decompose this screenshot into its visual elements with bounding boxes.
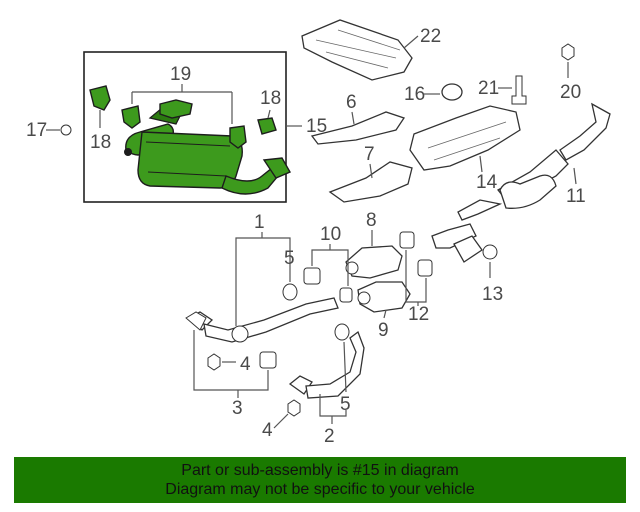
callout-22: 22 xyxy=(420,26,441,47)
callout-11: 11 xyxy=(566,186,586,207)
gasket-5b[interactable] xyxy=(334,323,350,341)
nut-4a[interactable] xyxy=(207,353,221,371)
callout-18-left: 18 xyxy=(90,132,111,153)
front-pipe-1[interactable] xyxy=(186,297,339,343)
info-banner: Part or sub-assembly is #15 in diagram D… xyxy=(14,457,626,503)
hanger-19-right[interactable] xyxy=(229,125,247,149)
callout-9: 9 xyxy=(378,320,389,341)
callout-12: 12 xyxy=(408,304,429,325)
bracket-18-right[interactable] xyxy=(257,117,277,135)
callout-7: 7 xyxy=(364,144,375,165)
callout-8: 8 xyxy=(366,210,377,231)
callout-5b: 5 xyxy=(340,394,351,415)
bracket-18-left[interactable] xyxy=(89,85,111,111)
sub-assembly-15-box[interactable] xyxy=(83,51,287,203)
exhaust-parts-diagram: 19 18 18 15 17 22 6 7 14 16 21 20 11 xyxy=(26,19,611,447)
clip-17[interactable] xyxy=(60,124,72,136)
catalytic-converter-9[interactable] xyxy=(357,281,411,313)
hanger-19-left[interactable] xyxy=(121,105,141,129)
callout-21: 21 xyxy=(478,78,499,99)
gasket-10b[interactable] xyxy=(339,287,353,303)
heat-shield-14[interactable] xyxy=(409,105,521,171)
callout-2: 2 xyxy=(324,426,335,447)
heat-shield-22[interactable] xyxy=(301,19,413,81)
muffler-assembly[interactable] xyxy=(124,99,291,195)
callout-10: 10 xyxy=(320,224,341,245)
gasket-12b[interactable] xyxy=(417,259,433,277)
center-pipe-11[interactable] xyxy=(431,102,611,263)
gasket-12a[interactable] xyxy=(399,231,415,249)
callout-16: 16 xyxy=(404,84,425,105)
gasket-10a[interactable] xyxy=(303,267,321,285)
gasket-5a[interactable] xyxy=(282,283,298,301)
callout-5a: 5 xyxy=(284,248,295,269)
callout-1: 1 xyxy=(254,212,265,233)
callout-15: 15 xyxy=(306,116,327,137)
gasket-16[interactable] xyxy=(441,83,463,101)
callout-3: 3 xyxy=(232,398,243,419)
callout-17: 17 xyxy=(26,120,47,141)
gasket-3a[interactable] xyxy=(185,311,207,331)
callout-18-right: 18 xyxy=(260,88,281,109)
callout-19: 19 xyxy=(170,64,191,85)
callout-6: 6 xyxy=(346,92,357,113)
callout-14: 14 xyxy=(476,172,498,193)
callout-13: 13 xyxy=(482,284,503,305)
callout-4b: 4 xyxy=(262,420,273,441)
front-pipe-2[interactable] xyxy=(288,330,365,399)
heat-shield-7[interactable] xyxy=(328,161,413,203)
callout-20: 20 xyxy=(560,82,581,103)
gasket-3b[interactable] xyxy=(259,351,277,369)
nut-4b[interactable] xyxy=(287,399,301,417)
banner-line-1: Part or sub-assembly is #15 in diagram xyxy=(181,462,459,479)
nut-20[interactable] xyxy=(561,43,575,61)
heat-shield-6[interactable] xyxy=(310,111,406,145)
catalytic-converter-8[interactable] xyxy=(345,245,403,279)
banner-line-2: Diagram may not be specific to your vehi… xyxy=(165,481,475,498)
nut-13[interactable] xyxy=(482,244,498,260)
callout-4a: 4 xyxy=(240,354,251,375)
bolt-21[interactable] xyxy=(511,75,527,105)
